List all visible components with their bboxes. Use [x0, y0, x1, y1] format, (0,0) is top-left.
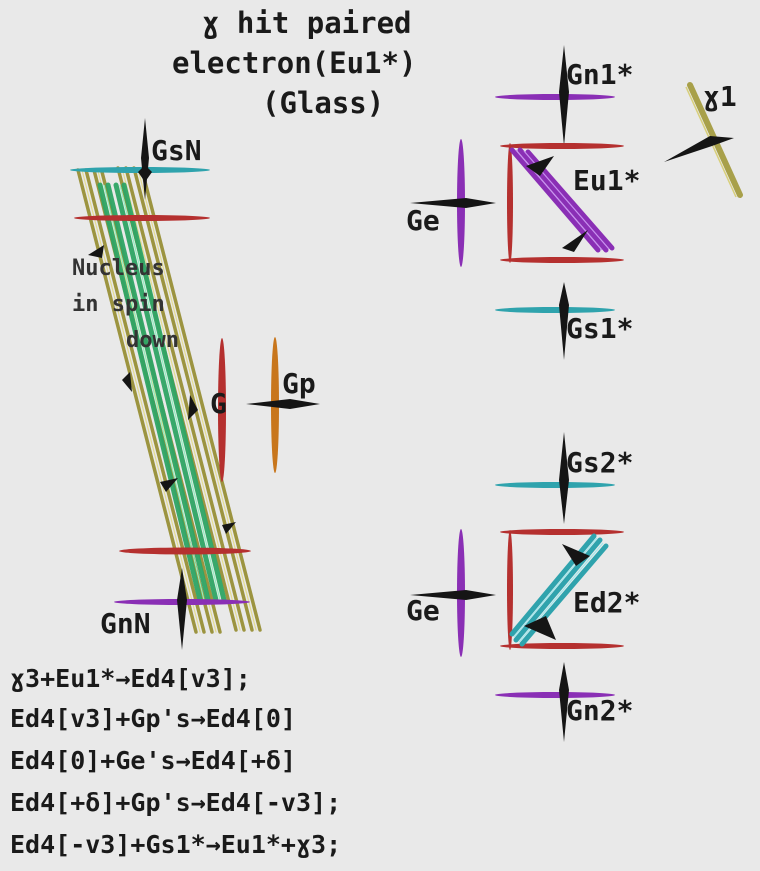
label-gn2: Gn2*	[566, 694, 634, 727]
g-marker	[218, 338, 226, 482]
label-eu1: Eu1*	[573, 164, 641, 197]
title-line-3: (Glass)	[262, 86, 385, 120]
nucleus-arrowheads	[88, 245, 236, 534]
title-line-1: ɣ hit paired	[202, 6, 412, 40]
gp-marker	[246, 337, 320, 473]
nucleus-green-highlights	[103, 184, 221, 601]
nucleus-green-core	[97, 182, 227, 603]
label-gnn: GnN	[100, 607, 151, 640]
ge-bottom-marker	[410, 529, 496, 657]
title-line-2: electron(Eu1*)	[172, 46, 417, 80]
equation-4: Ed4[+δ]+Gp's→Ed4[-v3];	[10, 788, 342, 817]
label-gsn: GsN	[151, 134, 202, 167]
ed2-box	[500, 529, 624, 650]
nucleus-bundle	[76, 166, 262, 634]
label-ed2: Ed2*	[573, 586, 641, 619]
gs2-marker	[495, 432, 615, 524]
gn1-marker	[495, 45, 615, 146]
ge-top-marker	[410, 139, 496, 267]
label-gp: Gp	[282, 367, 316, 400]
equation-2: Ed4[v3]+Gp's→Ed4[0]	[10, 704, 296, 733]
gn2-marker	[495, 662, 615, 742]
nucleus-top-red-bar	[74, 215, 210, 221]
eu1-box	[500, 143, 624, 263]
gnn-marker	[114, 568, 250, 650]
gs1-marker	[495, 282, 615, 360]
equation-1: ɣ3+Eu1*→Ed4[v3];	[10, 664, 251, 693]
gsn-marker	[70, 118, 210, 200]
label-nucleus-line-3: down	[126, 328, 179, 353]
label-gamma1: ɣ1	[703, 80, 737, 113]
label-g: G	[210, 387, 227, 420]
label-gn1: Gn1*	[566, 58, 634, 91]
gamma1-marker	[664, 82, 743, 198]
equation-3: Ed4[0]+Ge's→Ed4[+δ]	[10, 746, 296, 775]
label-gs1: Gs1*	[566, 312, 634, 345]
label-gs2: Gs2*	[566, 446, 634, 479]
label-nucleus-line-1: Nucleus	[72, 256, 165, 281]
equation-5: Ed4[-v3]+Gs1*→Eu1*+ɣ3;	[10, 830, 342, 859]
label-ge-bottom: Ge	[406, 594, 440, 627]
nucleus-bottom-red-bar	[119, 547, 251, 555]
label-ge-top: Ge	[406, 204, 440, 237]
label-nucleus-line-2: in spin	[72, 292, 165, 317]
